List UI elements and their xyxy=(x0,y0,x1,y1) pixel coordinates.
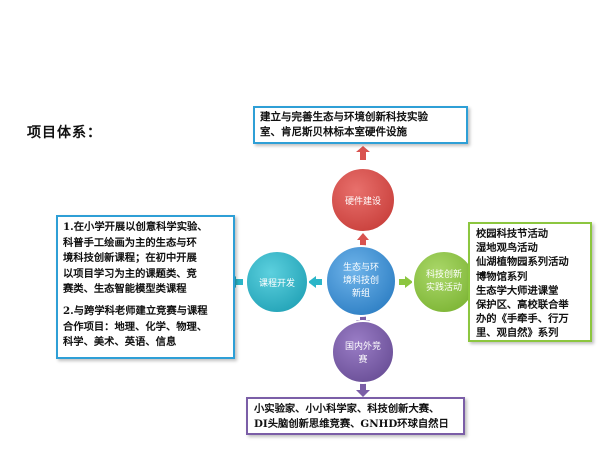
competition-box: 小实验家、小小科学家、科技创新大赛、 DI头脑创新思维竞赛、GNHD环球自然日 xyxy=(246,397,465,435)
curriculum-line: 1.在小学开展以创意科学实验、 xyxy=(63,221,208,233)
hardware-box-line: 室、肯尼斯贝林标本室硬件设施 xyxy=(260,126,407,138)
hardware-box-line: 建立与完善生态与环境创新科技实验 xyxy=(260,111,428,123)
curriculum-line: 科普手工绘画为主的生态与环 xyxy=(63,236,197,249)
competition-line: DI头脑创新思维竞赛、GNHD环球自然日 xyxy=(254,418,449,430)
curriculum-line: 以项目学习为主的课题类、竞 xyxy=(63,267,197,280)
curriculum-line: 赛类、生态智能模型类课程 xyxy=(63,283,187,296)
node-top: 硬件建设 xyxy=(330,167,396,233)
arrow-center-to-left xyxy=(308,276,322,288)
activity-item: 里、观自然》系列 xyxy=(476,327,559,340)
activity-item: 博物馆系列 xyxy=(476,270,528,283)
arrow-to-top-box xyxy=(356,146,370,160)
node-center: 生态与环 境科技创 新组 xyxy=(325,245,397,317)
svg-text:课程开发: 课程开发 xyxy=(259,277,295,289)
svg-text:国内外竞: 国内外竞 xyxy=(345,340,381,352)
curriculum-box: 1.在小学开展以创意科学实验、 科普手工绘画为主的生态与环 境科技创新课程；在初… xyxy=(56,215,235,359)
activity-item: 生态学大师进课堂 xyxy=(476,284,559,297)
activities-box: 校园科技节活动 湿地观鸟活动 仙湖植物园系列活动 博物馆系列 生态学大师进课堂 … xyxy=(468,222,592,342)
activity-item: 湿地观鸟活动 xyxy=(476,242,538,255)
svg-text:新组: 新组 xyxy=(352,287,370,299)
curriculum-line: 合作项目：地理、化学、物理、 xyxy=(63,320,208,333)
svg-text:硬件建设: 硬件建设 xyxy=(345,195,381,207)
node-bottom: 国内外竞 赛 xyxy=(331,320,395,384)
curriculum-line: 2.与跨学科老师建立竞赛与课程 xyxy=(63,304,208,317)
node-right: 科技创新 实践活动 xyxy=(412,250,476,314)
svg-text:实践活动: 实践活动 xyxy=(426,281,462,293)
svg-text:境科技创: 境科技创 xyxy=(343,274,379,286)
arrow-center-to-top xyxy=(357,233,369,247)
svg-text:生态与环: 生态与环 xyxy=(343,261,379,273)
curriculum-line: 境科技创新课程；在初中开展 xyxy=(63,252,197,265)
arrow-to-bottom-box xyxy=(356,383,370,397)
activity-item: 仙湖植物园系列活动 xyxy=(476,256,569,269)
activity-item: 办的《手牵手、行万 xyxy=(476,313,569,326)
svg-text:科技创新: 科技创新 xyxy=(426,268,462,280)
page-title: 项目体系： xyxy=(27,125,102,141)
svg-text:赛: 赛 xyxy=(358,353,367,365)
competition-line: 小实验家、小小科学家、科技创新大赛、 xyxy=(254,403,440,415)
node-left: 课程开发 xyxy=(245,250,309,314)
arrow-center-to-right xyxy=(399,276,413,288)
curriculum-line: 科学、美术、英语、信息 xyxy=(63,336,177,349)
activity-item: 保护区、高校联合举 xyxy=(476,299,569,312)
activity-item: 校园科技节活动 xyxy=(476,228,549,240)
hardware-box: 建立与完善生态与环境创新科技实验 室、肯尼斯贝林标本室硬件设施 xyxy=(253,106,468,144)
